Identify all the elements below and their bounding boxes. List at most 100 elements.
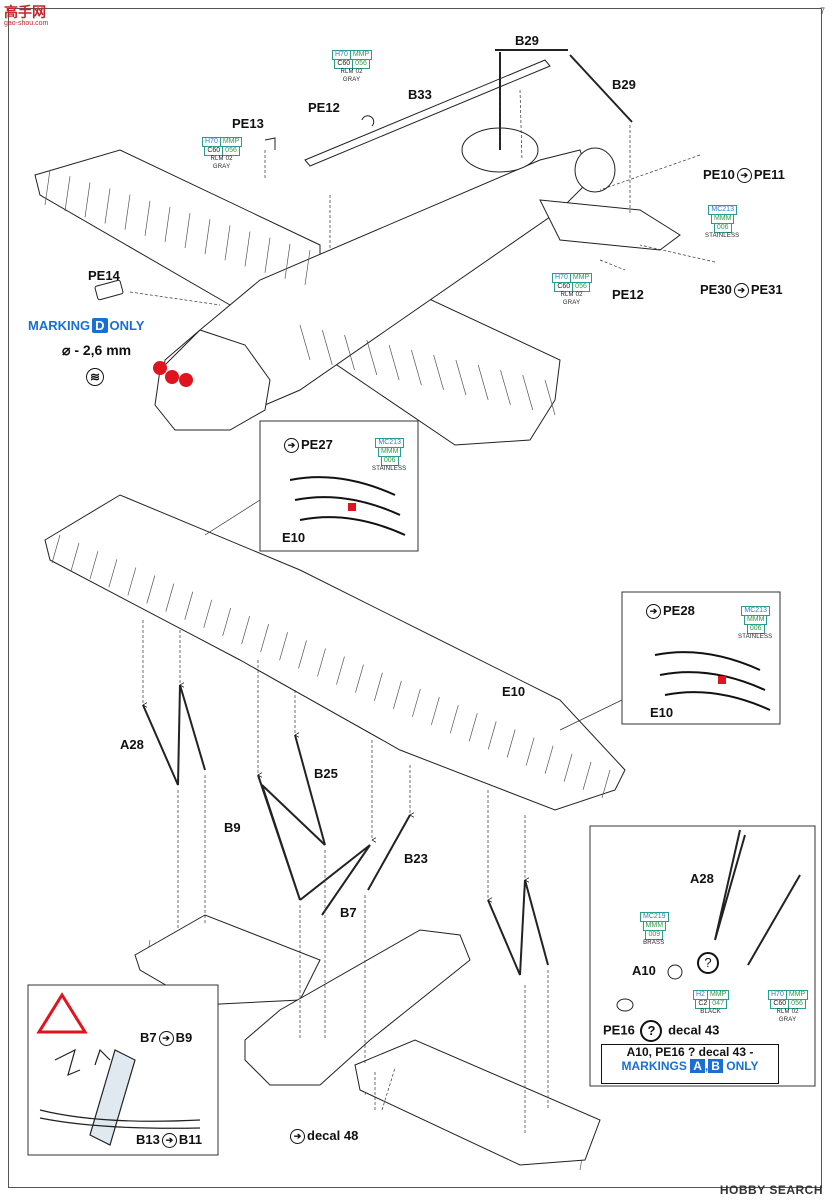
strut-a28-right — [487, 879, 549, 976]
wing-rib — [64, 176, 71, 212]
leader-lines-bottom — [143, 620, 549, 1135]
wing-rib — [304, 249, 311, 286]
strut-b23 — [367, 814, 411, 891]
wing-rib — [127, 567, 137, 596]
lower-assembly — [134, 914, 601, 1166]
label-b7: B7 — [340, 905, 357, 920]
struts — [142, 684, 549, 976]
label-b25: B25 — [314, 766, 338, 781]
pe28-red-bracket — [718, 676, 726, 684]
wing-rib — [455, 359, 467, 396]
label-pe10-pe11: PE10➔PE11 — [703, 167, 785, 184]
warning-detail — [39, 1048, 201, 1146]
wing-rib — [355, 664, 364, 693]
rudder — [574, 147, 616, 193]
drill-icon: ≋ — [86, 368, 104, 386]
upper-fuselage-assembly — [34, 49, 681, 446]
wing-rib — [144, 200, 151, 236]
wing-rib — [449, 705, 459, 734]
arrow-icon: ➔ — [736, 168, 752, 184]
a10-part — [667, 964, 683, 980]
note-a10-markings: A10, PE16 ? decal 43 - MARKINGS A,B ONLY — [601, 1044, 779, 1084]
wing-rib — [487, 721, 497, 750]
inset-a10-struts — [714, 829, 801, 966]
red-mark-1 — [153, 361, 167, 375]
label-b13-b11: B13➔B11 — [136, 1132, 202, 1149]
red-mark-2 — [165, 370, 179, 384]
arrow-icon: ➔ — [646, 604, 661, 620]
wing-rib — [563, 753, 573, 782]
site-url: gao-shou.com — [4, 20, 49, 27]
wing-rib — [70, 543, 80, 572]
wing-rib — [104, 188, 111, 224]
label-e10-wing: E10 — [502, 684, 526, 699]
label-pe12-right: PE12 — [612, 287, 644, 302]
wing-rib — [388, 344, 400, 381]
nose-cowl — [154, 329, 271, 431]
strut-a28 — [142, 684, 206, 786]
page-number: 7 — [819, 6, 825, 16]
wing-rib — [224, 225, 231, 261]
wing-rib — [321, 329, 333, 366]
pe13-part — [264, 137, 276, 150]
label-b29-top: B29 — [515, 33, 539, 48]
wing-rib — [411, 349, 422, 386]
site-logo: 高手网 — [4, 4, 46, 20]
drill-size: ⌀ - 2,6 mm — [62, 342, 132, 358]
label-b23: B23 — [404, 851, 428, 866]
label-b29-right: B29 — [612, 77, 636, 92]
label-pe16-decal43: PE16 ? decal 43 — [603, 1020, 719, 1042]
wing-rib — [84, 182, 91, 218]
gun-rail-b33 — [304, 59, 551, 167]
label-pe14: PE14 — [88, 268, 120, 283]
wing-rib — [89, 551, 99, 580]
strut-b7 — [299, 844, 371, 916]
label-pe27: ➔PE27 — [282, 437, 333, 454]
label-b33: B33 — [408, 87, 432, 102]
wing-rib — [393, 680, 402, 709]
wing-rib — [184, 213, 191, 249]
diameter-icon: ⌀ — [62, 342, 71, 358]
inset-rails — [289, 476, 771, 711]
wing-rib — [51, 534, 61, 564]
wing-rib — [203, 599, 213, 628]
wing-rib — [299, 324, 311, 361]
wing-rib — [222, 607, 232, 637]
label-pe30-pe31: PE30➔PE31 — [700, 282, 783, 299]
wing-rib — [260, 624, 269, 653]
leader-lines-top — [129, 89, 716, 306]
label-decal48: ➔decal 48 — [288, 1128, 358, 1145]
tailplane-right — [539, 199, 681, 251]
strut-b9 — [257, 774, 326, 901]
wing-rib — [374, 672, 383, 701]
arrow-icon: ➔ — [290, 1129, 305, 1145]
pe27-red-bracket — [348, 503, 356, 511]
callout-stainless-pe28: MC213 MMM 006 STAINLESS — [738, 606, 773, 640]
callout-stainless-pe10: MC213 MMM 006 STAINLESS — [705, 205, 740, 239]
wing-rib — [298, 640, 307, 669]
arrow-icon: ➔ — [733, 283, 749, 299]
wing-rib — [204, 219, 211, 255]
wing-rib — [108, 559, 118, 588]
wing-rib — [165, 583, 175, 612]
label-b9: B9 — [224, 820, 241, 835]
label-a28-inset: A28 — [690, 871, 714, 886]
page-frame — [8, 8, 822, 1188]
arrow-icon: ➔ — [158, 1031, 174, 1047]
wing-rib — [184, 591, 194, 620]
question-icon-a10: ? — [697, 952, 719, 974]
pe14-part — [94, 279, 124, 301]
upper-wing-e10 — [44, 494, 626, 811]
strut-b25 — [294, 734, 326, 846]
wing-rib — [433, 354, 444, 391]
hobby-search-watermark: HOBBY SEARCH — [719, 1183, 823, 1197]
wing-rib — [344, 334, 355, 371]
wing-rib — [241, 615, 250, 645]
lower-fuselage — [244, 929, 471, 1086]
warning-icon — [36, 992, 88, 1034]
